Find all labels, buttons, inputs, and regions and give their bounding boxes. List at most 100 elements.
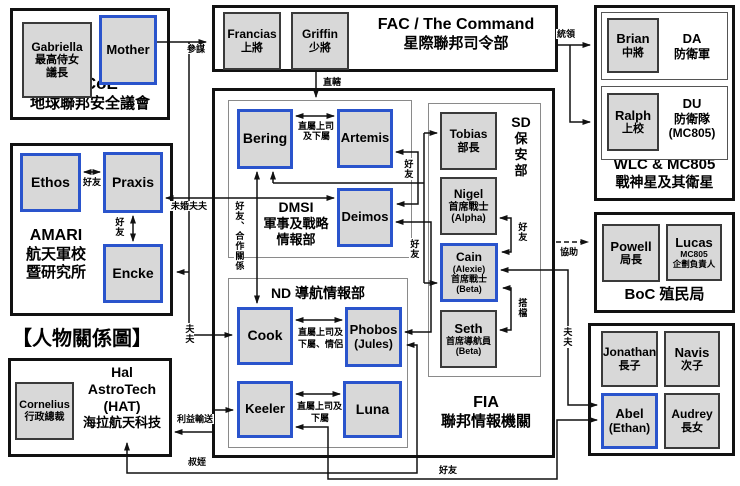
person-role: 局長 (620, 254, 642, 267)
person-box-bering: Bering (237, 109, 293, 169)
edge-label-praxis-deimos: 未婚夫夫 (170, 201, 209, 212)
edge-label-deimos-phobos: 好友 (409, 238, 420, 260)
edge-label-cook-phobos: 直屬上司及 (297, 327, 345, 338)
edge-label-fac-wlc: 統領 (556, 29, 577, 40)
edge-label-bering-artemis: 直屬上司 (297, 121, 336, 132)
org-label-line: DA (682, 31, 702, 46)
person-name: Abel (615, 406, 644, 421)
person-box-encke: Encke (103, 244, 163, 303)
person-box-phobos: Phobos(Jules) (345, 307, 402, 367)
person-name: Nigel (453, 187, 484, 202)
edge-label-keeler-luna: 直屬上司及 (296, 401, 344, 412)
org-label-line: 防衛軍 (673, 46, 710, 61)
org-label-line: DMSI (278, 199, 314, 215)
person-name: Navis (674, 344, 710, 360)
person-name: Mother (106, 41, 150, 57)
person-name: Ralph (614, 107, 652, 123)
person-box-abel: Abel(Ethan) (601, 393, 658, 449)
person-name: Cook (247, 327, 283, 344)
org-label-line: 情報部 (276, 231, 316, 247)
person-role: 少將 (309, 41, 331, 54)
edge-label-cook-phobos: 下屬、情侶 (297, 339, 345, 350)
person-role: (Beta) (455, 346, 482, 357)
edge-label-mother-encke-cook: 夫夫 (184, 323, 195, 345)
person-name: Griffin (302, 27, 338, 42)
org-label-line: 安 (514, 146, 528, 162)
edge-label-keeler-abel: 好友 (438, 465, 459, 476)
person-box-cain: Cain(Alexie)首席戰士(Beta) (440, 243, 498, 302)
person-role: (Alexie) (452, 264, 486, 275)
person-role: MC805 (680, 249, 708, 260)
person-name: Brian (616, 31, 650, 47)
person-role: 中將 (622, 46, 644, 59)
org-label-line: 聯邦情報機關 (440, 412, 531, 430)
org-label-line: 暨研究所 (25, 263, 86, 281)
org-label-line: ND 導航情報部 (270, 285, 366, 301)
org-label-line: FIA (473, 394, 499, 411)
person-role: 上校 (622, 123, 644, 136)
org-label-line: 海拉航天科技 (82, 415, 161, 431)
person-name: Deimos (341, 209, 389, 225)
org-label-line: FAC / The Command (377, 16, 535, 33)
person-role: (Ethan) (608, 420, 651, 435)
org-label-line: 部 (514, 162, 528, 178)
org-label-line: 戰神星及其衛星 (615, 174, 714, 191)
person-role: 長子 (618, 359, 641, 372)
edge-label-fac-fia: 直轄 (322, 77, 343, 88)
person-role: 部長 (457, 141, 480, 154)
org-label-line: AstroTech (87, 381, 157, 398)
person-name: Jonathan (602, 345, 657, 360)
person-box-deimos: Deimos (337, 188, 393, 247)
org-label-line: 星際聯邦司令部 (403, 34, 509, 52)
person-name: Cornelius (19, 399, 70, 412)
person-box-keeler: Keeler (237, 381, 293, 438)
org-label-line: 軍事及戰略 (263, 216, 329, 232)
edge-label-praxis-encke: 好友 (114, 216, 125, 238)
person-name: Artemis (340, 130, 390, 146)
person-box-mother: Mother (99, 15, 157, 85)
edge-label-fia-boc: 協助 (559, 247, 580, 258)
person-role: 行政總裁 (24, 411, 65, 423)
person-role: 首席戰士 (448, 201, 489, 213)
edge-label-nigel-cain: 好友 (517, 221, 528, 243)
person-name: Seth (454, 320, 483, 336)
person-name: Bering (242, 130, 288, 147)
org-label-line: (HAT) (103, 398, 141, 415)
edge-label-bering-cook: 好友、合作關係 (234, 200, 245, 272)
org-label-line: 地球聯邦安全議會 (29, 94, 150, 112)
person-name: Powell (610, 238, 652, 254)
person-name: Praxis (111, 173, 155, 190)
person-name: Luna (355, 400, 390, 417)
person-name: Francias (227, 27, 277, 42)
edge-label-ethos-praxis: 好友 (82, 177, 103, 188)
person-role: (Alpha) (451, 212, 486, 224)
org-label-line: 保 (514, 131, 528, 147)
person-box-cook: Cook (237, 307, 293, 365)
org-label-line: 防衛隊 (673, 111, 710, 126)
person-box-praxis: Praxis (103, 152, 163, 213)
person-role: 議長 (46, 66, 68, 79)
org-label-boc: BoC 殖民局 (598, 286, 731, 304)
person-name: Encke (112, 264, 154, 281)
person-name: Cain (455, 249, 482, 264)
org-label-line: WLC & MC805 (613, 156, 716, 173)
person-name: Keeler (245, 401, 285, 417)
person-name: Lucas (675, 234, 713, 250)
org-label-line: SD (511, 114, 531, 130)
